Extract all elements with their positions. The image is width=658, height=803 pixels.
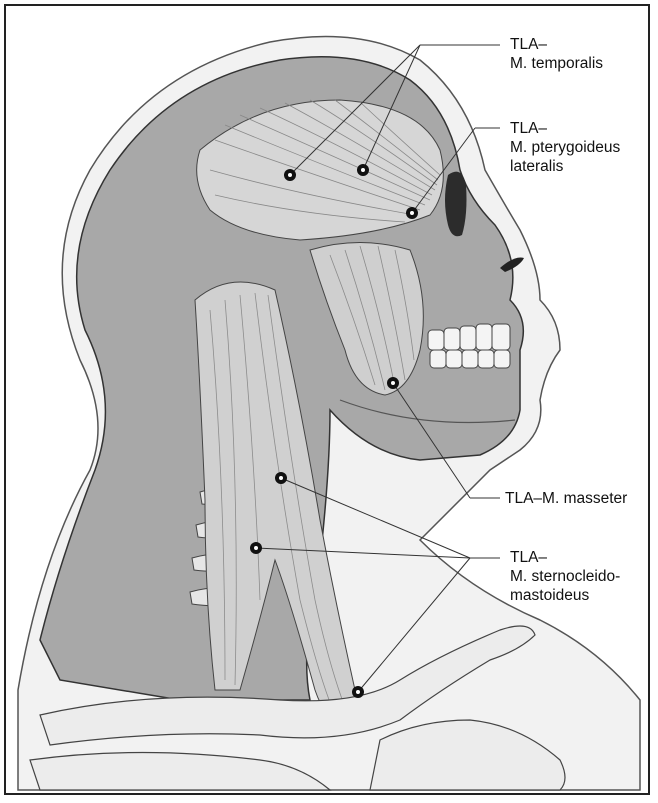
label-temporalis-line2: M. temporalis: [510, 54, 603, 73]
label-scm-line1: TLA–: [510, 548, 547, 567]
marker-scm-3: [352, 686, 364, 698]
marker-temporalis-1: [284, 169, 296, 181]
teeth: [428, 324, 510, 368]
label-masseter: TLA–M. masseter: [505, 489, 627, 508]
label-pterygoideus-line3: lateralis: [510, 157, 563, 176]
marker-pterygoideus: [406, 207, 418, 219]
marker-masseter: [387, 377, 399, 389]
marker-scm-2: [250, 542, 262, 554]
label-pterygoideus-line1: TLA–: [510, 119, 547, 138]
marker-temporalis-2: [357, 164, 369, 176]
marker-scm-1: [275, 472, 287, 484]
label-temporalis-line1: TLA–: [510, 35, 547, 54]
label-pterygoideus-line2: M. pterygoideus: [510, 138, 620, 157]
label-scm-line3: mastoideus: [510, 586, 589, 605]
label-scm-line2: M. sternocleido-: [510, 567, 620, 586]
